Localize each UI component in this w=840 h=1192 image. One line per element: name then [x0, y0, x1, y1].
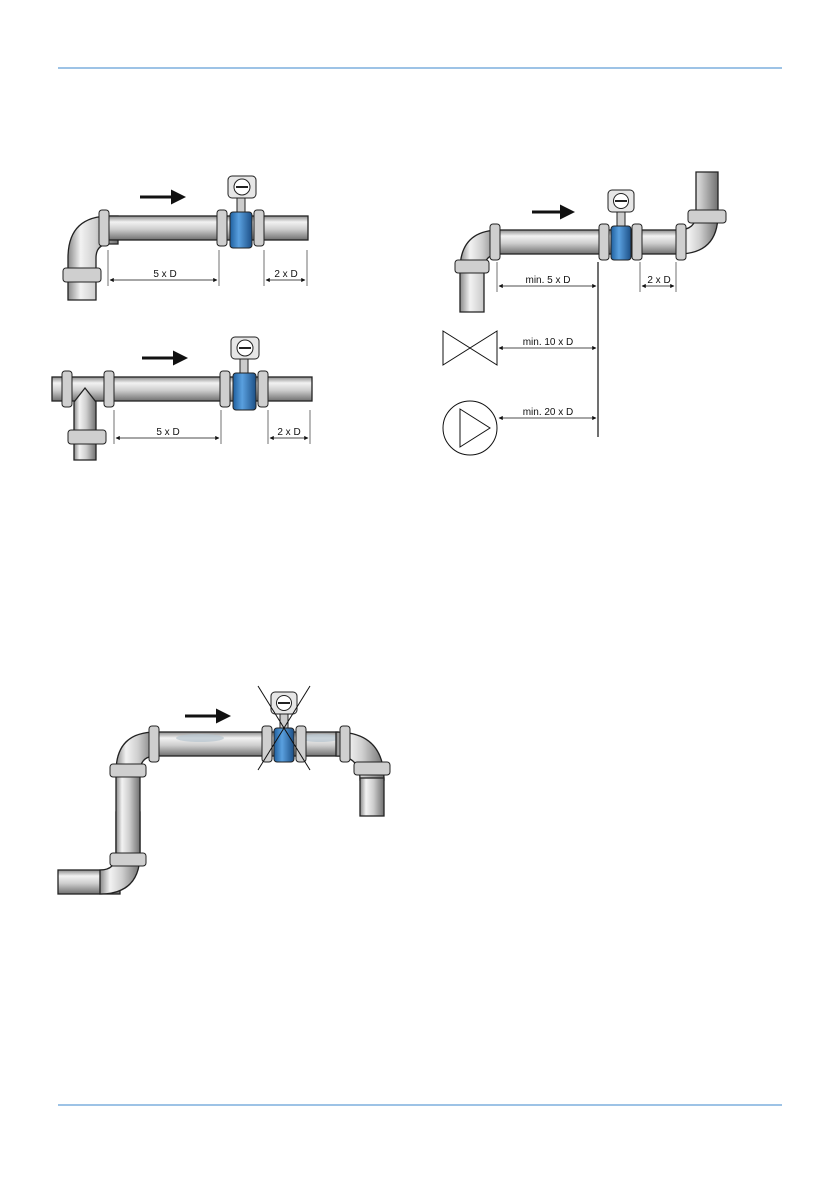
clamp — [110, 853, 146, 866]
diagram-tee-upstream: 5 x D 2 x D — [52, 337, 312, 460]
clamp — [599, 224, 609, 260]
diagram-high-point-incorrect — [58, 686, 390, 894]
downstream-dimension-label: 2 x D — [647, 275, 670, 286]
downstream-dimension-label: 2 x D — [274, 269, 297, 280]
clamp — [217, 210, 227, 246]
meter-body — [611, 226, 631, 260]
pump-symbol — [443, 401, 497, 455]
clamp — [258, 371, 268, 407]
clamp — [254, 210, 264, 246]
valve-symbol — [443, 331, 497, 365]
clamp — [296, 726, 306, 762]
meter-body — [233, 373, 256, 410]
upstream-dimension-label: min. 5 x D — [525, 275, 570, 286]
clamp — [99, 210, 109, 246]
clamp — [340, 726, 350, 762]
downstream-dimension-label: 2 x D — [277, 427, 300, 438]
meter-neck — [617, 211, 625, 226]
clamp — [68, 430, 106, 444]
meter-body — [230, 212, 252, 248]
air-pocket — [176, 734, 224, 742]
clamp — [104, 371, 114, 407]
pipe-run — [104, 216, 308, 240]
clamp — [149, 726, 159, 762]
clamp — [262, 726, 272, 762]
clamp — [455, 260, 489, 273]
upstream-dimension-label: 5 x D — [153, 269, 176, 280]
pipe-vertical — [116, 774, 140, 856]
pipe-run — [496, 230, 680, 254]
meter-body — [274, 728, 294, 762]
pump-dimension-label: min. 20 x D — [523, 407, 574, 418]
clamp — [220, 371, 230, 407]
valve-dimension-label: min. 10 x D — [523, 337, 574, 348]
clamp — [490, 224, 500, 260]
pipe-tee-branch — [74, 388, 96, 460]
clamp — [354, 762, 390, 775]
clamp — [632, 224, 642, 260]
clamp — [676, 224, 686, 260]
clamp — [688, 210, 726, 223]
diagram-elbow-upstream: 5 x D 2 x D — [63, 176, 308, 300]
clamp — [110, 764, 146, 777]
pipe-outlet — [360, 778, 384, 816]
clamp — [62, 371, 72, 407]
upstream-dimension-label: 5 x D — [156, 427, 179, 438]
clamp — [63, 268, 101, 282]
diagram-valve-pump-upstream: min. 5 x D 2 x D min. 10 x D min. 20 x D — [443, 172, 726, 455]
